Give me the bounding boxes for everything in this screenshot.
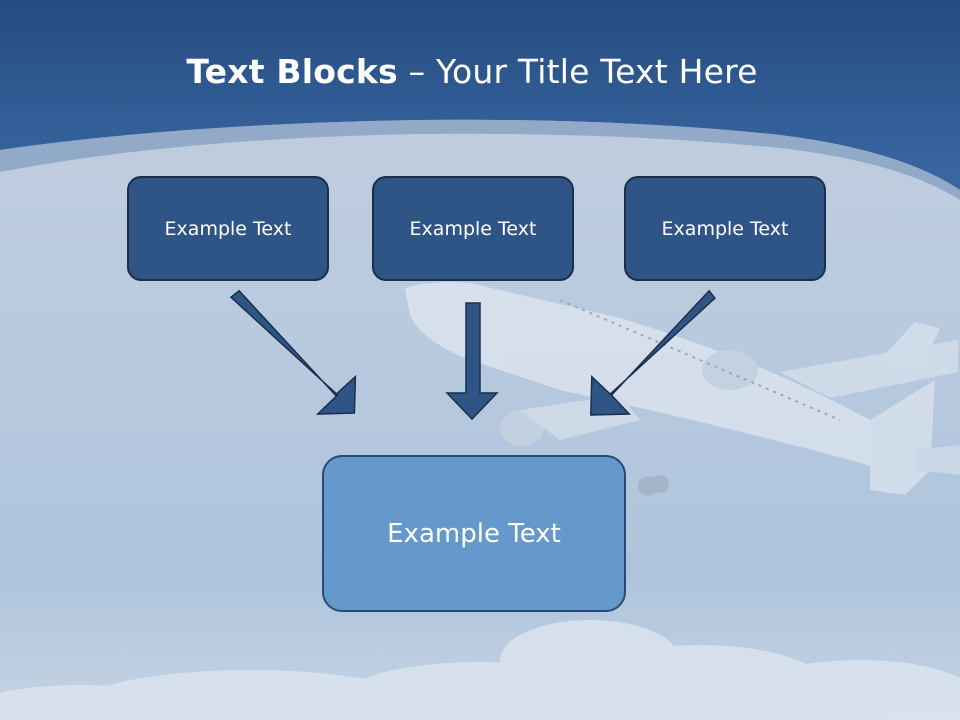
title-bold: Text Blocks <box>186 52 398 91</box>
arrow-right <box>590 289 716 416</box>
text-block-1-label: Example Text <box>164 217 292 240</box>
slide-title: Text Blocks – Your Title Text Here <box>0 52 944 91</box>
clouds <box>0 620 960 720</box>
target-block: Example Text <box>322 455 626 612</box>
title-rest: – Your Title Text Here <box>397 52 758 91</box>
header-band <box>0 0 960 190</box>
text-block-3-label: Example Text <box>661 217 789 240</box>
text-block-2: Example Text <box>372 176 574 281</box>
text-block-3: Example Text <box>624 176 826 281</box>
text-block-2-label: Example Text <box>409 217 537 240</box>
text-block-1: Example Text <box>127 176 329 281</box>
arrow-left <box>229 289 357 415</box>
airplane-image <box>405 282 960 496</box>
header-swoosh <box>0 119 960 200</box>
arrow-center <box>445 302 499 421</box>
target-block-label: Example Text <box>387 518 561 549</box>
